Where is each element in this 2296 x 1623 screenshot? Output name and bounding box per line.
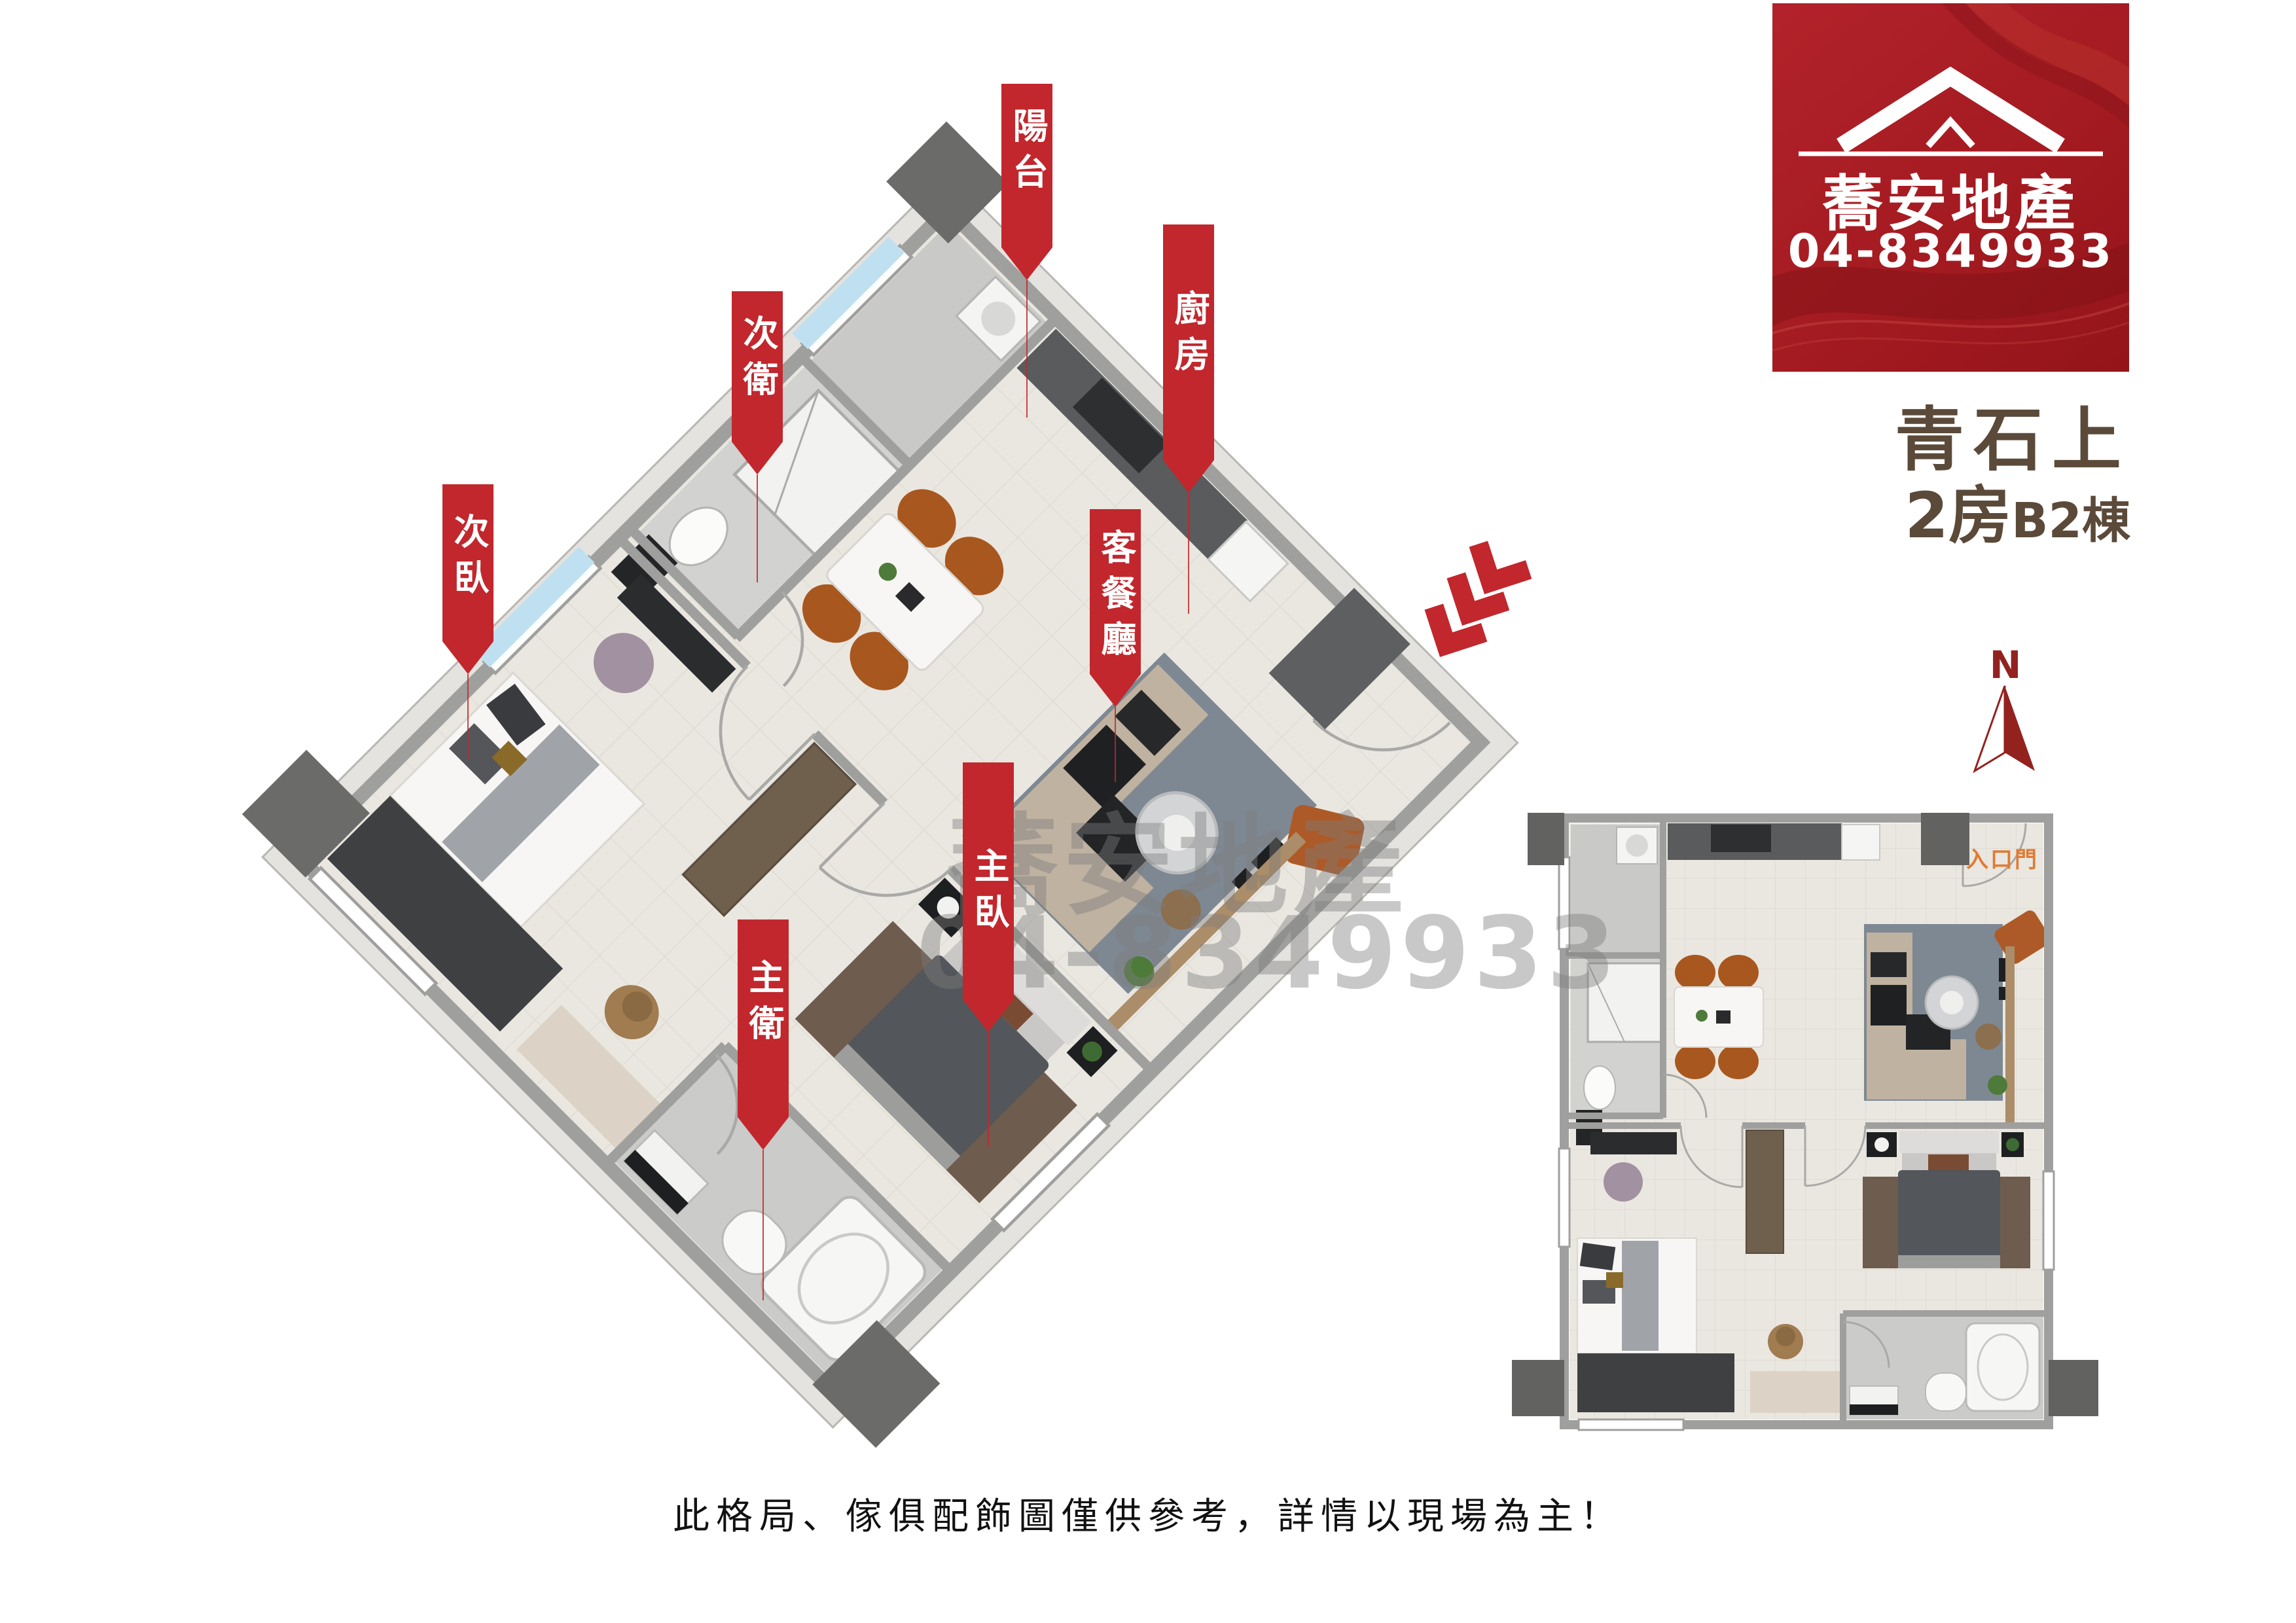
room-label-text: 次臥 [448, 513, 489, 605]
room-label-kitchen: 廚房 [1163, 224, 1214, 614]
room-label-text: 主衛 [743, 959, 784, 1050]
disclaimer-text: 此格局、傢俱配飾圖僅供參考，詳情以現場為主！ [673, 1497, 1623, 1537]
room-label-master-bath: 主衛 [738, 919, 789, 1300]
banner-tip-icon [1001, 247, 1052, 280]
entrance-arrows-icon [1424, 541, 1532, 657]
banner-lead-line [988, 1032, 989, 1147]
banner-tip-icon [738, 1117, 789, 1150]
banner-tip-icon [442, 641, 493, 674]
watermark-brand: 蕎安地產 [948, 802, 1408, 931]
banner-tip-icon [1090, 674, 1141, 707]
room-label-master-bedroom: 主臥 [963, 762, 1014, 1147]
brand-logo-card: 蕎安地產 04-8349933 [1772, 3, 2129, 372]
banner-lead-line [1115, 707, 1116, 782]
room-label-second-bath: 次衛 [732, 291, 783, 582]
banner-tip-icon [1163, 460, 1214, 493]
floor-plan-2d [1512, 813, 2098, 1430]
brand-name: 蕎安地產 [1822, 169, 2079, 239]
corner-pillar [242, 749, 370, 878]
compass-arrow-icon [1973, 685, 2035, 774]
room-label-text: 陽台 [1007, 107, 1048, 199]
corner-pillar [1528, 813, 1564, 865]
project-room-count: 2房 [1905, 478, 2012, 552]
banner-lead-line [1188, 493, 1189, 614]
corner-pillar [2049, 1360, 2098, 1416]
corner-pillar [886, 121, 1009, 244]
banner-tip-icon [963, 999, 1014, 1032]
corner-pillar [1921, 813, 1969, 865]
room-label-balcony: 陽台 [1001, 84, 1052, 418]
compass-north-label: N [1989, 643, 2022, 687]
corner-pillar [812, 1320, 941, 1448]
room-label-text: 次衛 [737, 315, 778, 406]
project-name: 青石上 [1895, 400, 2130, 480]
project-block: B2棟 [2011, 492, 2130, 549]
roof-icon [1799, 66, 2103, 156]
room-label-text: 客餐廳 [1095, 529, 1136, 666]
watermark-phone: 04-8349933 [916, 895, 1620, 1011]
room-label-text: 主臥 [968, 847, 1009, 939]
project-title-block: 青石上 2房B2棟 [1852, 401, 2130, 547]
banner-lead-line [1026, 280, 1028, 418]
window-glass [473, 546, 595, 668]
banner-tip-icon [732, 442, 783, 474]
entrance-door-label: 入口門 [1966, 847, 2039, 873]
banner-lead-line [762, 1150, 764, 1300]
logo-swirl-decoration [1772, 3, 2129, 352]
room-label-text: 廚房 [1168, 290, 1210, 382]
window-glass [792, 237, 905, 349]
banner-lead-line [467, 674, 469, 759]
entrance-cabinet [1268, 588, 1410, 730]
room-label-living-dining: 客餐廳 [1090, 509, 1141, 782]
corner-pillar [1512, 1360, 1564, 1416]
room-label-second-bedroom: 次臥 [442, 484, 493, 759]
brand-phone: 04-8349933 [1787, 224, 2114, 278]
banner-lead-line [757, 474, 758, 582]
